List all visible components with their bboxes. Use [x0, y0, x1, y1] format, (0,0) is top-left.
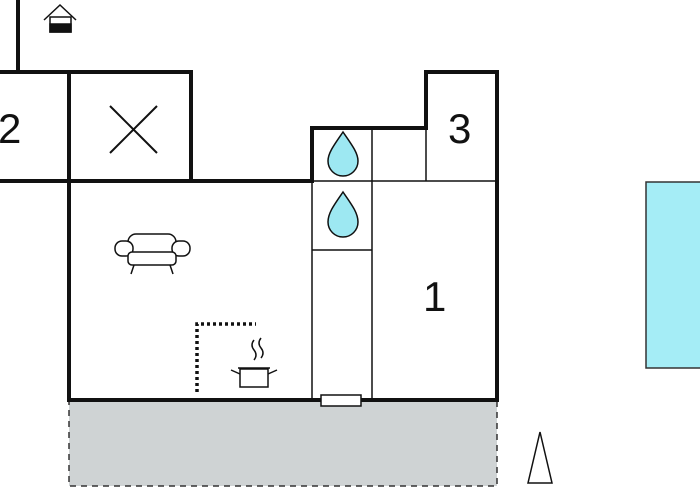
door-threshold	[320, 394, 362, 407]
entrance-icon	[43, 3, 77, 33]
no-access-cross-icon	[109, 105, 158, 154]
kitchen-counter	[195, 322, 256, 392]
room-3-label: 3	[448, 105, 471, 152]
sofa-icon	[114, 233, 191, 275]
bathroom-walls	[311, 128, 497, 400]
pool	[645, 181, 700, 369]
crossed-room	[67, 70, 193, 183]
room-1-label: 1	[423, 273, 446, 320]
water-drop-icon	[327, 130, 359, 177]
terrace	[68, 399, 498, 487]
cooking-pot-icon	[230, 337, 278, 388]
living-area-wall	[67, 70, 499, 402]
top-left-room-wall	[0, 0, 20, 74]
water-drop-icon	[327, 190, 359, 238]
room-2-label: 2	[0, 105, 21, 152]
north-arrow-icon	[527, 431, 553, 484]
